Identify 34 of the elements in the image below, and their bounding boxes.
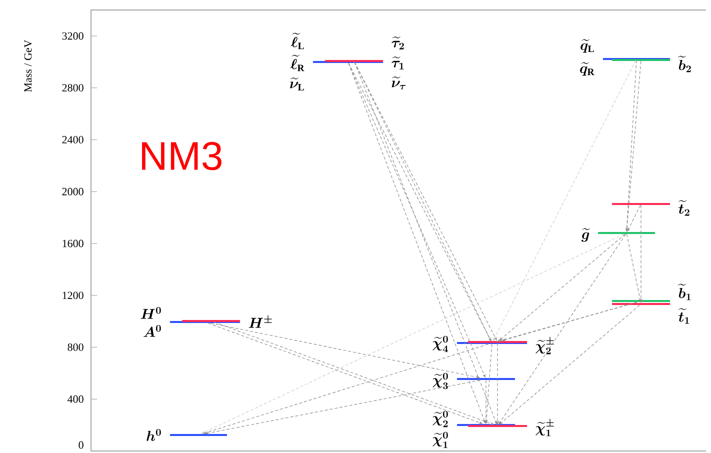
particle-label: $A^0$ bbox=[144, 325, 161, 337]
particle-label: $h^0$ bbox=[146, 429, 161, 441]
tick-label: 3200 bbox=[62, 32, 84, 40]
particle-label: $\widetilde{b}_2$ bbox=[678, 56, 691, 72]
tick-label: 800 bbox=[68, 344, 84, 351]
particle-label: $\widetilde{\nu}_\tau$ bbox=[392, 76, 406, 90]
particle-label: $\widetilde{\nu}_\mathrm{L}$ bbox=[290, 78, 304, 90]
particle-label: $\widetilde{q}_\mathrm{R}$ bbox=[580, 62, 594, 76]
particle-label: $\widetilde{\ell}_\mathrm{L}$ bbox=[291, 32, 304, 50]
tick-label: 2000 bbox=[62, 188, 84, 196]
particle-label: $\widetilde{\tau}_1$ bbox=[392, 56, 404, 70]
particle-label: $\widetilde{t}_1$ bbox=[678, 308, 690, 324]
particle-label: $\widetilde{g}$ bbox=[582, 228, 590, 242]
particle-label: $\widetilde{\chi}^0_3$ bbox=[432, 372, 448, 390]
particle-label: $\widetilde{t}_2$ bbox=[678, 200, 690, 216]
axis-title: Mass / GeV bbox=[24, 40, 32, 92]
particle-label: $H^\pm$ bbox=[248, 315, 272, 328]
particle-label: $\widetilde{\chi}^\pm_2$ bbox=[536, 336, 554, 354]
particle-label: $\widetilde{\chi}^0_2$ bbox=[432, 410, 448, 428]
tick-label: 0 bbox=[78, 441, 84, 449]
particle-label: $\widetilde{\chi}^\pm_1$ bbox=[536, 418, 554, 436]
particle-label: $H^0$ bbox=[140, 307, 161, 319]
tick-label: 2800 bbox=[62, 84, 84, 92]
particle-label: $\widetilde{\chi}^0_1$ bbox=[432, 432, 448, 448]
tick-label: 1600 bbox=[62, 240, 84, 248]
tick-label: 1200 bbox=[62, 292, 84, 300]
particle-label: $\widetilde{\tau}_2$ bbox=[392, 36, 404, 50]
particle-label: $\widetilde{\ell}_\mathrm{R}$ bbox=[290, 54, 304, 72]
tick-label: 2400 bbox=[62, 136, 84, 144]
particle-label: $\widetilde{\chi}^0_4$ bbox=[432, 336, 448, 352]
annotation-text: NM3 bbox=[142, 142, 222, 170]
particle-label: $\widetilde{q}_\mathrm{L}$ bbox=[580, 39, 594, 53]
particle-label: $\widetilde{b}_1$ bbox=[678, 284, 691, 300]
tick-label: 400 bbox=[68, 395, 84, 403]
